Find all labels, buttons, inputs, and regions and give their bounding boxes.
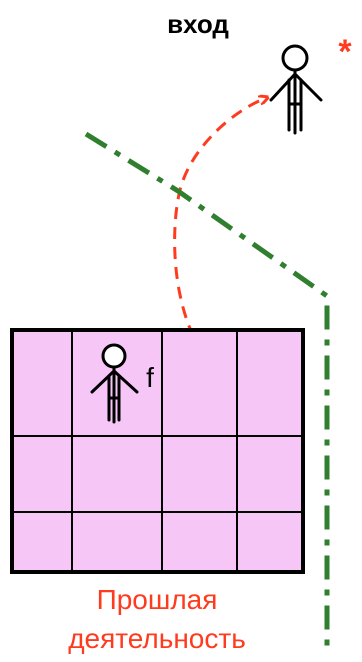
person-label: f <box>146 362 154 393</box>
caption-line-1: Прошлая <box>97 584 218 615</box>
stick-figure-icon <box>269 44 323 135</box>
dash-dot-boundary-line <box>84 131 330 648</box>
asterisk-mark: * <box>338 33 352 71</box>
entrance-label: вход <box>167 9 229 39</box>
stick-figure-icon <box>90 343 139 424</box>
past-activity-box <box>10 328 305 574</box>
caption-line-2: деятельность <box>68 623 246 654</box>
